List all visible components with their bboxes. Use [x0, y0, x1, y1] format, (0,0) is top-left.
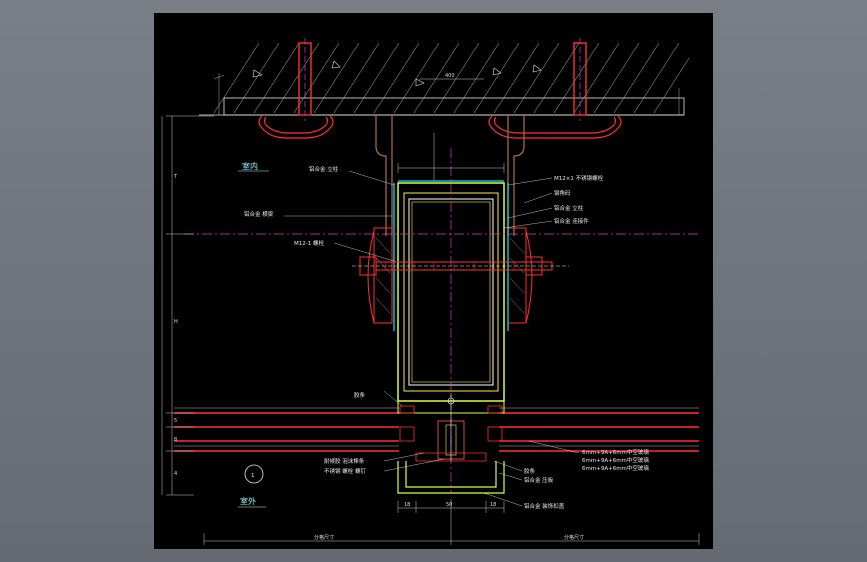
dim-top: 400 — [445, 73, 455, 79]
callout-right-3: 铝合金 连接件 — [554, 217, 589, 225]
callout-right-0: M12×1 不锈钢螺栓 — [554, 174, 604, 182]
dim-vertical-1: H — [174, 319, 178, 325]
detail-number: 1 — [251, 473, 255, 479]
glass-panes — [174, 407, 699, 452]
dim-bottom-small-0: 18 — [404, 502, 410, 508]
drawing-sheet[interactable]: 室内 室外 1 400 铝合金 立柱 铝合金 横梁 M12-1 螺栓 胶条 耐候… — [154, 13, 713, 549]
label-outdoor: 室外 — [240, 496, 256, 506]
callout-left-2: M12-1 螺栓 — [294, 239, 324, 247]
callout-left-1: 铝合金 横梁 — [244, 210, 274, 218]
dim-vertical-2: 5 — [174, 418, 177, 424]
callout-left-0: 铝合金 立柱 — [309, 165, 339, 173]
callout-left-3: 胶条 — [354, 391, 366, 399]
callout-left-5: 不锈钢 螺栓 螺钉 — [324, 467, 366, 475]
pressure-plate — [397, 393, 505, 494]
dim-bottom-left: 分格尺寸 — [314, 534, 334, 541]
callout-left-4: 耐候胶 泡沫棒条 — [324, 457, 365, 465]
glass-note-2: 6mm+9A+6mm中空玻璃 — [582, 464, 649, 472]
callout-right-5: 铝合金 压板 — [524, 476, 554, 484]
dim-vertical-3: 8 — [174, 437, 177, 443]
dim-bottom-small-1: 50 — [446, 502, 452, 508]
callout-right-4: 胶条 — [524, 467, 536, 475]
through-bolt — [352, 256, 569, 276]
embed-plate — [258, 115, 622, 139]
label-indoor: 室内 — [242, 161, 258, 171]
callout-right-6: 铝合金 装饰扣盖 — [524, 502, 565, 510]
callout-right-2: 铝合金 立柱 — [554, 204, 584, 212]
bottom-dimensions — [203, 499, 700, 545]
vertical-dimensions — [161, 115, 214, 496]
dim-vertical-0: T — [173, 174, 178, 180]
callout-right-1: 钢角码 — [554, 189, 571, 197]
glass-note-0: 6mm+9A+6mm中空玻璃 — [582, 448, 649, 456]
concrete-slab — [199, 42, 690, 116]
dim-vertical-4: 4 — [174, 471, 177, 477]
glass-note-1: 6mm+9A+6mm中空玻璃 — [582, 456, 649, 464]
dim-bottom-right: 分格尺寸 — [564, 534, 584, 541]
curtain-wall-section-drawing: 室内 室外 1 400 铝合金 立柱 铝合金 横梁 M12-1 螺栓 胶条 耐候… — [161, 38, 700, 545]
dim-bottom-small-2: 18 — [490, 502, 496, 508]
